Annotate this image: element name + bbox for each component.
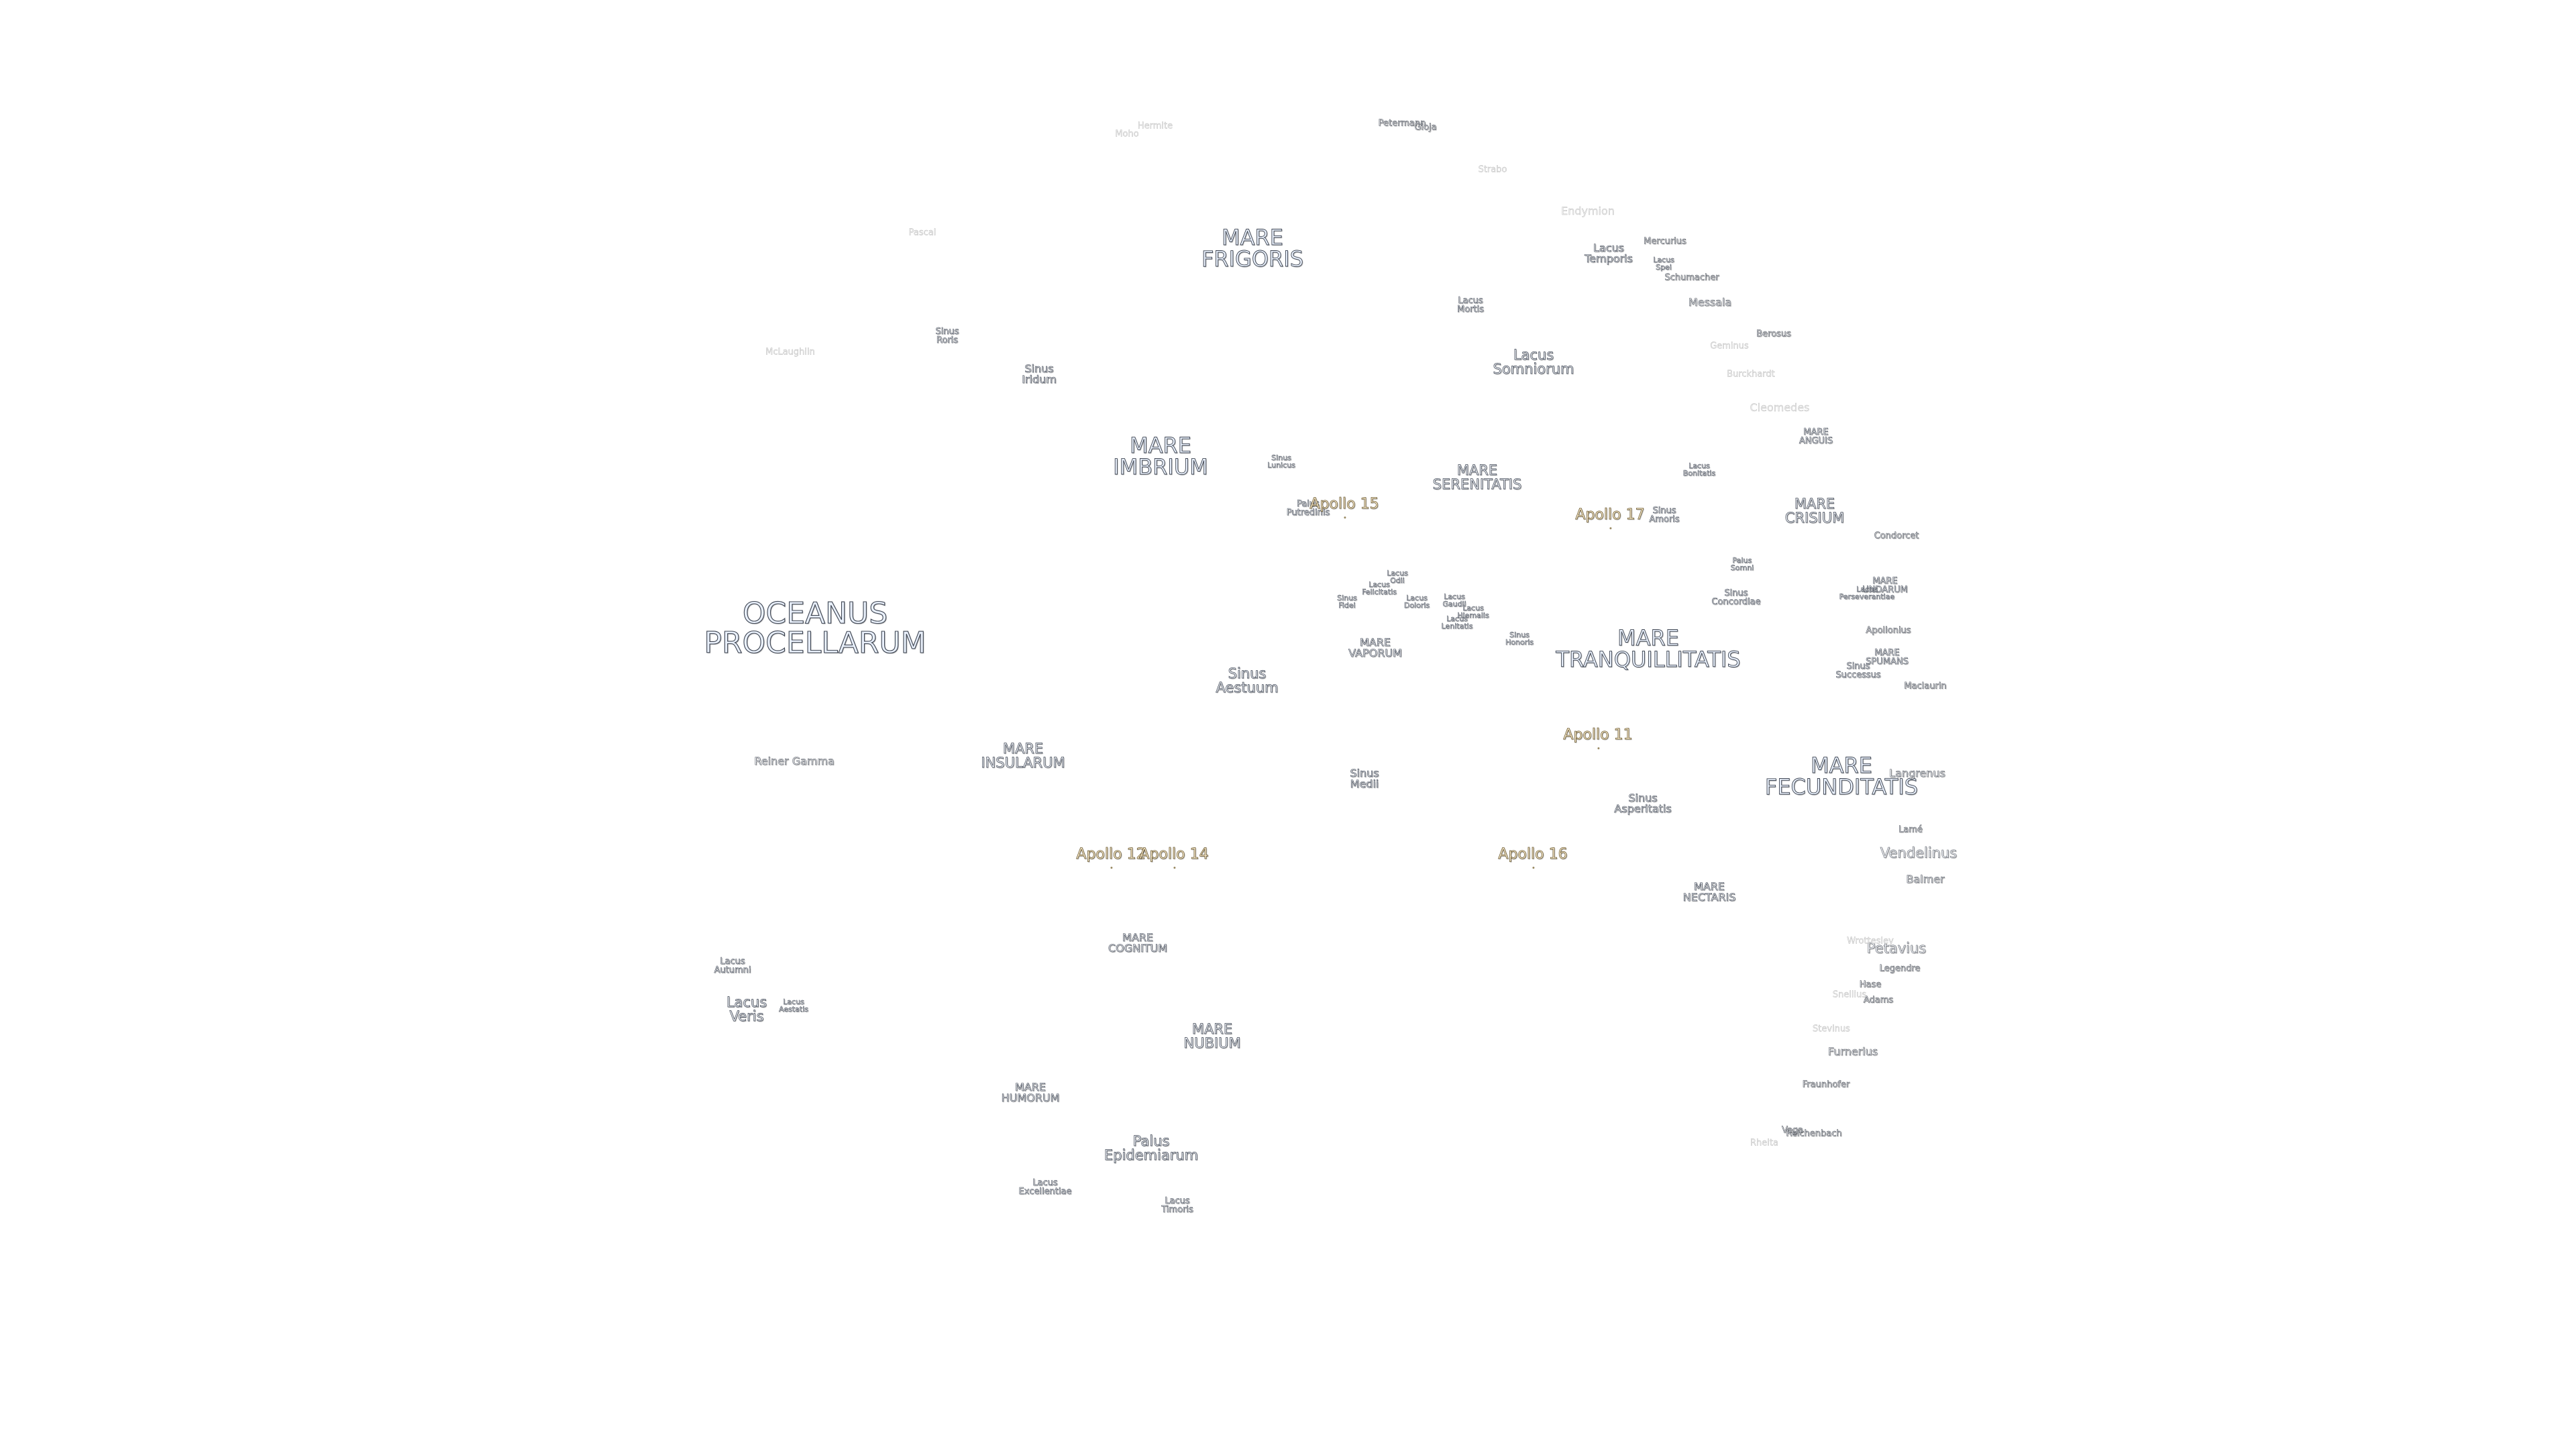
label-sinus-iridum[interactable]: Sinus Iridum bbox=[1022, 362, 1057, 386]
label-sinus-roris[interactable]: Sinus Roris bbox=[935, 327, 959, 345]
label-crater-vega[interactable]: Vega bbox=[1781, 1125, 1804, 1136]
label-lacus-gaudii[interactable]: Lacus Gaudii bbox=[1442, 592, 1466, 608]
label-crater-apollonius[interactable]: Apollonius bbox=[1866, 625, 1911, 636]
label-sinus-concordiae[interactable]: Sinus Concordiae bbox=[1711, 588, 1761, 607]
label-lacus-veris[interactable]: Lacus Veris bbox=[726, 994, 767, 1024]
label-crater-adams[interactable]: Adams bbox=[1863, 995, 1894, 1006]
label-mare-nubium[interactable]: MARE NUBIUM bbox=[1183, 1021, 1241, 1051]
label-sinus-medii[interactable]: Sinus Medii bbox=[1350, 767, 1379, 790]
label-crater-wrottesley[interactable]: Wrottesley bbox=[1847, 936, 1894, 947]
label-crater-stevinus[interactable]: Stevinus bbox=[1813, 1024, 1850, 1034]
label-apollo-12[interactable]: Apollo 12 bbox=[1076, 846, 1146, 869]
label-apollo-17[interactable]: Apollo 17 bbox=[1575, 506, 1645, 529]
label-crater-pascal[interactable]: Pascal bbox=[908, 227, 936, 238]
label-apollo-11[interactable]: Apollo 11 bbox=[1563, 727, 1633, 749]
label-crater-mclaughlin[interactable]: McLaughlin bbox=[765, 347, 815, 358]
label-lacus-perseverantiae[interactable]: Lacus Perseverantiae bbox=[1839, 585, 1895, 601]
label-crater-hermite[interactable]: Hermite bbox=[1137, 121, 1173, 131]
label-sinus-amoris[interactable]: Sinus Amoris bbox=[1649, 506, 1680, 525]
label-lacus-timoris[interactable]: Lacus Timoris bbox=[1161, 1196, 1193, 1215]
label-mare-fecunditatis[interactable]: MARE FECUNDITATIS bbox=[1764, 753, 1919, 800]
label-sinus-aestuum[interactable]: Sinus Aestuum bbox=[1216, 665, 1279, 696]
label-mare-vaporum[interactable]: MARE VAPORUM bbox=[1348, 636, 1402, 659]
label-crater-maclaurin[interactable]: Maclaurin bbox=[1904, 681, 1947, 692]
label-crater-endymion[interactable]: Endymion bbox=[1561, 205, 1615, 217]
label-crater-berosus[interactable]: Berosus bbox=[1756, 329, 1791, 339]
label-crater-rheita[interactable]: Rheita bbox=[1750, 1138, 1778, 1148]
label-mare-cognitum[interactable]: MARE COGNITUM bbox=[1108, 931, 1168, 955]
label-mare-imbrium[interactable]: MARE IMBRIUM bbox=[1113, 433, 1209, 480]
label-mare-insularum[interactable]: MARE INSULARUM bbox=[981, 741, 1065, 771]
label-crater-petavius[interactable]: Petavius bbox=[1866, 940, 1927, 957]
label-crater-messala[interactable]: Messala bbox=[1688, 296, 1732, 309]
label-apollo-15[interactable]: Apollo 15 bbox=[1309, 496, 1379, 519]
label-lacus-excellentiae[interactable]: Lacus Excellentiae bbox=[1018, 1178, 1072, 1197]
label-crater-reichenbach[interactable]: Reichenbach bbox=[1786, 1128, 1842, 1139]
label-crater-cleomedes[interactable]: Cleomedes bbox=[1750, 401, 1810, 414]
label-crater-gioja[interactable]: Gioja bbox=[1414, 122, 1437, 133]
label-crater-legendre[interactable]: Legendre bbox=[1879, 963, 1921, 974]
label-crater-condorcet[interactable]: Condorcet bbox=[1874, 531, 1919, 541]
label-mare-serenitatis[interactable]: MARE SERENITATIS bbox=[1432, 462, 1522, 492]
label-crater-burckhardt[interactable]: Burckhardt bbox=[1727, 369, 1775, 380]
label-lacus-autumni[interactable]: Lacus Autumni bbox=[714, 957, 751, 975]
label-palus-putredinis[interactable]: Palus Putredinis bbox=[1286, 499, 1330, 518]
label-lacus-spei[interactable]: Lacus Spei bbox=[1653, 256, 1674, 272]
label-crater-mercurius[interactable]: Mercurius bbox=[1644, 236, 1686, 247]
label-mare-nectaris[interactable]: MARE NECTARIS bbox=[1682, 880, 1736, 904]
label-lacus-lenitatis[interactable]: Lacus Lenitatis bbox=[1441, 614, 1473, 631]
label-crater-hase[interactable]: Hase bbox=[1859, 979, 1882, 990]
label-lacus-doloris[interactable]: Lacus Doloris bbox=[1403, 594, 1430, 610]
label-crater-lame[interactable]: Lamé bbox=[1898, 824, 1923, 835]
label-mare-undarum[interactable]: MARE UNDARUM bbox=[1862, 576, 1908, 595]
label-crater-petermann[interactable]: Petermann bbox=[1378, 118, 1426, 129]
label-sinus-asperitatis[interactable]: Sinus Asperitatis bbox=[1614, 792, 1672, 815]
label-crater-furnerius[interactable]: Furnerius bbox=[1827, 1045, 1878, 1058]
label-lacus-hiemalis[interactable]: Lacus Hiemalis bbox=[1457, 604, 1489, 620]
label-palus-somni[interactable]: Palus Somni bbox=[1730, 556, 1754, 572]
label-crater-moho[interactable]: Moho bbox=[1115, 129, 1139, 140]
label-lacus-odii[interactable]: Lacus Odii bbox=[1387, 569, 1408, 585]
label-oceanus-procellarum[interactable]: OCEANUS PROCELLARUM bbox=[704, 596, 926, 660]
label-crater-vendelinus[interactable]: Vendelinus bbox=[1880, 845, 1957, 861]
label-lacus-temporis[interactable]: Lacus Temporis bbox=[1585, 241, 1633, 265]
label-sinus-honoris[interactable]: Sinus Honoris bbox=[1505, 631, 1534, 647]
label-lacus-mortis[interactable]: Lacus Mortis bbox=[1457, 296, 1485, 315]
label-crater-schumacher[interactable]: Schumacher bbox=[1664, 272, 1719, 283]
label-crater-strabo[interactable]: Strabo bbox=[1478, 164, 1507, 175]
label-lacus-aestatis[interactable]: Lacus Aestatis bbox=[779, 998, 808, 1014]
label-crater-snellius[interactable]: Snellius bbox=[1832, 989, 1867, 1000]
label-mare-spumans[interactable]: MARE SPUMANS bbox=[1866, 648, 1909, 667]
label-lacus-bonitatis[interactable]: Lacus Bonitatis bbox=[1682, 462, 1716, 478]
label-sinus-fidei[interactable]: Sinus Fidei bbox=[1337, 594, 1357, 610]
label-lacus-felicitatis[interactable]: Lacus Felicitatis bbox=[1362, 580, 1397, 596]
label-mare-anguis[interactable]: MARE ANGUIS bbox=[1799, 427, 1833, 446]
label-mare-humorum[interactable]: MARE HUMORUM bbox=[1001, 1081, 1060, 1104]
label-lacus-somniorum[interactable]: Lacus Somniorum bbox=[1493, 347, 1574, 377]
label-mare-crisium[interactable]: MARE CRISIUM bbox=[1784, 496, 1845, 526]
label-crater-geminus[interactable]: Geminus bbox=[1710, 341, 1749, 352]
label-mare-frigoris[interactable]: MARE FRIGORIS bbox=[1201, 225, 1304, 272]
label-apollo-14[interactable]: Apollo 14 bbox=[1139, 846, 1209, 869]
label-mare-tranquillitatis[interactable]: MARE TRANQUILLITATIS bbox=[1556, 625, 1741, 672]
label-sinus-lunicus[interactable]: Sinus Lunicus bbox=[1267, 453, 1295, 470]
label-crater-reiner-gamma[interactable]: Reiner Gamma bbox=[754, 755, 835, 767]
label-crater-balmer[interactable]: Balmer bbox=[1906, 873, 1945, 885]
label-apollo-16[interactable]: Apollo 16 bbox=[1498, 846, 1568, 869]
label-crater-fraunhofer[interactable]: Fraunhofer bbox=[1802, 1079, 1850, 1090]
label-crater-langrenus[interactable]: Langrenus bbox=[1889, 767, 1945, 780]
label-sinus-successus[interactable]: Sinus Successus bbox=[1835, 661, 1881, 680]
label-palus-epidemiarum[interactable]: Palus Epidemiarum bbox=[1104, 1133, 1199, 1163]
